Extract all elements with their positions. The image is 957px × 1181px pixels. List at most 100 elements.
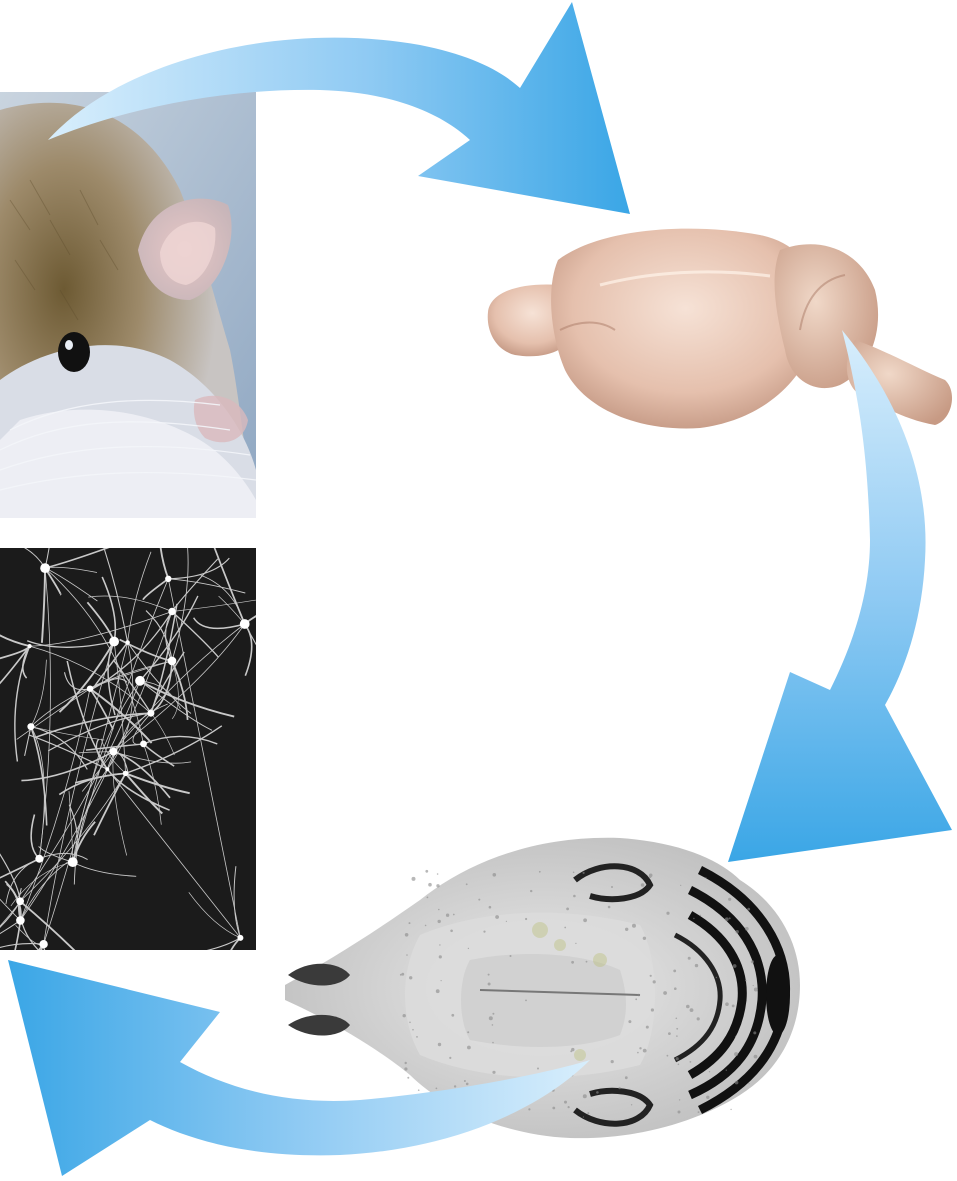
section-speckle (668, 1032, 671, 1035)
neuron-soma (123, 771, 128, 776)
section-speckle (688, 957, 691, 960)
neuron-soma (168, 657, 177, 666)
section-speckle (693, 918, 694, 919)
neuron-soma (16, 916, 25, 925)
section-speckle (747, 908, 750, 911)
section-speckle (530, 890, 532, 892)
section-speckle (571, 1048, 574, 1051)
neuron-soma (140, 741, 147, 748)
neuron-micrograph-panel (0, 487, 294, 1017)
section-speckle (405, 933, 409, 937)
section-speckle (488, 974, 490, 976)
neuron-soma (68, 857, 78, 867)
section-speckle (730, 1109, 731, 1110)
section-speckle (466, 883, 468, 885)
section-speckle (489, 906, 492, 909)
neuron-soma (135, 676, 145, 686)
section-speckle (653, 980, 656, 983)
section-speckle (436, 1088, 438, 1090)
section-speckle (425, 925, 427, 927)
section-speckle (407, 1077, 409, 1079)
section-speckle (492, 1042, 494, 1044)
section-speckle (732, 1005, 735, 1008)
section-speckle (637, 1052, 639, 1054)
section-speckle (583, 1116, 584, 1117)
section-speckle (690, 1061, 692, 1063)
section-speckle (706, 1096, 709, 1099)
section-speckle (506, 921, 507, 922)
section-speckle (428, 883, 432, 887)
section-speckle (650, 975, 652, 977)
section-speckle (564, 927, 566, 929)
section-speckle (564, 1101, 567, 1104)
section-speckle (709, 1071, 710, 1072)
section-speckle (690, 1008, 694, 1012)
section-speckle (611, 886, 613, 888)
section-speckle (674, 987, 677, 990)
section-speckle (436, 884, 439, 887)
section-speckle (745, 980, 747, 982)
section-speckle (400, 974, 402, 976)
section-speckle (716, 977, 717, 978)
section-speckle (493, 873, 497, 877)
section-speckle (467, 1031, 469, 1033)
section-speckle (583, 918, 587, 922)
section-speckle (466, 1083, 469, 1086)
section-speckle (695, 964, 698, 967)
section-speckle (667, 1055, 669, 1057)
section-speckle (439, 944, 440, 945)
section-speckle (412, 1029, 414, 1031)
section-speckle (753, 1031, 756, 1034)
section-speckle (733, 964, 737, 968)
section-speckle (725, 1002, 729, 1006)
section-speckle (676, 1035, 678, 1037)
section-speckle (537, 1068, 539, 1070)
section-speckle (489, 1016, 493, 1020)
section-speckle (586, 961, 588, 963)
section-speckle (676, 1028, 678, 1030)
section-speckle (734, 1052, 738, 1056)
section-speckle (697, 1017, 700, 1020)
section-speckle (686, 1005, 690, 1009)
neuron-soma (109, 637, 119, 647)
section-speckle (427, 897, 429, 899)
section-speckle (725, 917, 729, 921)
section-speckle (628, 1020, 631, 1023)
section-speckle (754, 1055, 758, 1059)
neuron-soma (35, 855, 43, 863)
section-speckle (451, 1014, 454, 1017)
section-speckle (705, 877, 706, 878)
section-speckle (453, 914, 455, 916)
section-speckle (483, 931, 485, 933)
section-speckle (611, 1060, 614, 1063)
section-speckle (438, 1043, 441, 1046)
section-speckle (676, 1057, 679, 1060)
section-speckle (438, 920, 441, 923)
section-speckle (666, 912, 669, 915)
section-speckle (673, 970, 676, 973)
section-speckle (464, 1080, 466, 1082)
section-speckle (643, 937, 646, 940)
neuron-soma (168, 608, 175, 615)
section-speckle (631, 1104, 632, 1105)
section-speckle (735, 1081, 739, 1085)
section-speckle (566, 908, 569, 911)
section-speckle (478, 899, 480, 901)
neuron-soma (147, 710, 154, 717)
neuron-soma (39, 940, 47, 948)
section-speckle (492, 1013, 494, 1015)
section-speckle (446, 914, 449, 917)
neuron-soma (125, 640, 130, 645)
section-speckle (643, 1049, 647, 1053)
neuron-soma (165, 576, 171, 582)
section-speckle (568, 1106, 570, 1108)
section-speckle (528, 1108, 530, 1110)
section-speckle (608, 906, 611, 909)
section-speckle (646, 1026, 649, 1029)
section-speckle (729, 917, 731, 919)
section-speckle (436, 989, 440, 993)
section-speckle (726, 1070, 727, 1071)
section-speckle (679, 1099, 680, 1100)
section-speckle (539, 871, 541, 873)
